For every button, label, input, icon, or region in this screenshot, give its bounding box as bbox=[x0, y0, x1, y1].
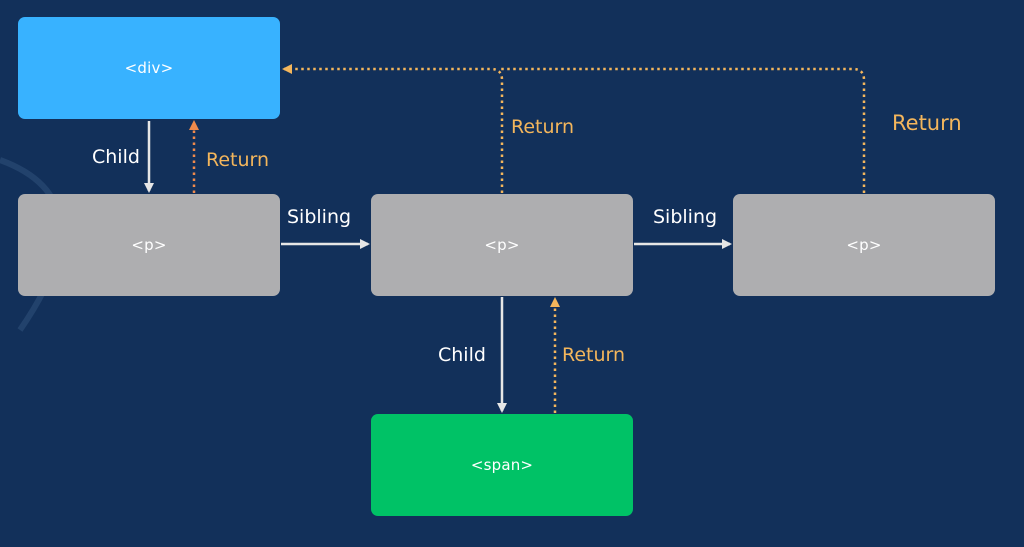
edge-label-return-p1-div: Return bbox=[206, 149, 270, 171]
edge-label-sibling-p2-p3: Sibling bbox=[653, 206, 718, 228]
node-p-third: <p> bbox=[733, 194, 995, 296]
node-div: <div> bbox=[18, 17, 280, 119]
edge-label-child-div-p1: Child bbox=[92, 146, 140, 168]
edge-p3-to-div-return bbox=[500, 67, 866, 193]
edge-p2-to-div-return bbox=[282, 64, 504, 193]
edge-label-return-p2-div: Return bbox=[511, 116, 575, 138]
edge-label-return-p3-div: Return bbox=[892, 111, 962, 135]
edge-label-sibling-p1-p2: Sibling bbox=[287, 206, 352, 228]
node-p-first: <p> bbox=[18, 194, 280, 296]
node-span: <span> bbox=[371, 414, 633, 516]
node-p-second-label: <p> bbox=[484, 236, 520, 254]
edge-label-return-span-p2: Return bbox=[562, 344, 626, 366]
node-span-label: <span> bbox=[470, 456, 534, 474]
edge-label-child-p2-span: Child bbox=[438, 344, 486, 366]
node-p-first-label: <p> bbox=[131, 236, 167, 254]
node-div-label: <div> bbox=[124, 59, 174, 77]
node-p-second: <p> bbox=[371, 194, 633, 296]
node-p-third-label: <p> bbox=[846, 236, 882, 254]
